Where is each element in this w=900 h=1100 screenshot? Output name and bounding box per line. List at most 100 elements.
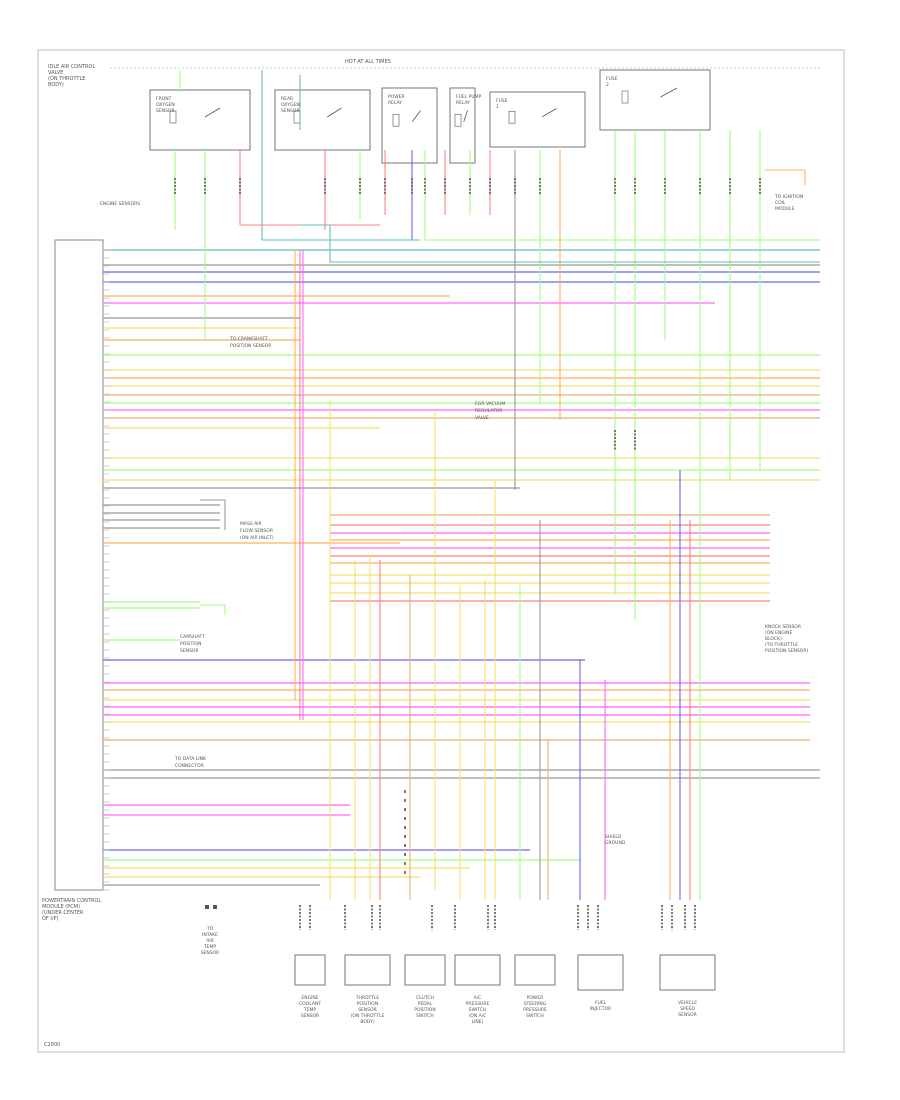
top-component-label: FUSE [496,98,508,104]
top-component-label: SENSOR [156,108,175,114]
top-component-label: FRONT [156,96,172,102]
top-component-label: REAR [281,96,293,102]
pcm-caption-line: OF I/P) [42,916,59,922]
right-caption-line: TO IGNITION [774,194,803,200]
right-caption-line: MODULE [775,206,795,212]
bottom-component-label: SENSOR [678,1012,697,1018]
diagram-frame [37,49,845,1053]
annotation-text: POSITION [180,641,201,647]
bottom-component-label: (ON THROTTLE [351,1013,385,1019]
bottom-component-box [659,954,716,991]
top-component-box [599,69,711,131]
switch-contact [411,110,421,122]
bottom-components: ENGINECOOLANTTEMPSENSORTHROTTLEPOSITIONS… [294,954,716,1025]
bottom-component-label: SWITCH [526,1013,544,1019]
relay-coil [508,110,516,124]
top-bus-label: HOT AT ALL TIMES [345,59,391,65]
top-component-label: RELAY [388,100,402,106]
annotation-text: MASS AIR [240,521,262,527]
bottom-component-box [294,954,326,986]
bottom-component-label: SWITCH [469,1007,487,1013]
bottom-component-label: SPEED [680,1006,695,1012]
top-component-box [489,91,586,148]
left-bottom-caption-line: AIR [206,938,214,944]
annotation-text: (ON AIR INLET) [240,535,274,541]
left-bottom-caption-line: INTAKE [202,932,218,938]
bottom-component-label: INJECTOR [590,1006,611,1012]
bottom-component-label: A/C [474,995,482,1001]
relay-coil [392,113,400,127]
wire [300,224,820,263]
top-component-box [149,89,251,151]
pin-stubs [103,178,761,930]
bottom-component-label: FUEL [595,1000,607,1006]
top-component-label: 2 [606,82,609,88]
wire [765,169,806,185]
bottom-left-label: C2000 [44,1042,60,1048]
pcm-caption-line: POWERTRAIN CONTROL [42,898,101,904]
bottom-component-label: POSITION [414,1007,435,1013]
bottom-component-label: PEDAL [418,1001,433,1007]
annotation-text: POSITION SENSOR [230,343,271,349]
bottom-component-label: THROTTLE [355,995,380,1001]
relay-coil [169,110,177,124]
top-left-caption-line: VALVE [48,70,63,76]
switch-contact [660,87,678,98]
top-component-label: FUEL PUMP [456,94,482,100]
top-component-box [449,87,476,164]
bottom-component-label: CLUTCH [416,995,434,1001]
top-left-caption-line: (ON THROTTLE [48,76,85,82]
top-component-label: SENSOR [281,108,300,114]
left-bottom-caption-line: TEMP [203,944,216,950]
bottom-component-label: TEMP [303,1007,316,1013]
bottom-component-box [454,954,501,986]
right-mid-caption-line: (TO THROTTLE [765,642,798,648]
bottom-component-label: PRESSURE [466,1001,490,1007]
right-mid-caption-line: POSITION SENSOR) [765,648,808,654]
connector-pin [205,905,209,909]
bottom-component-label: ENGINE [301,995,318,1001]
bottom-component-label: COOLANT [299,1001,321,1007]
annotation-text: FLOW SENSOR [240,528,273,534]
top-component-label: FUSE [606,76,618,82]
bottom-component-box [514,954,556,986]
annotation-text: EGR VACUUM [475,401,505,407]
top-left-caption-line: IDLE AIR CONTROL [48,64,95,70]
top-component-label: 1 [496,104,499,110]
switch-contact [327,107,342,118]
switch-contact [542,108,557,118]
right-mid-caption-line: (ON ENGINE [765,630,792,636]
top-component-box [274,89,371,151]
top-component-label: OXYGEN [281,102,300,108]
annotation-text: REGULATOR [475,408,503,414]
connector-pin [213,905,217,909]
switch-contact [463,110,468,122]
relay-coil [454,113,462,127]
bottom-component-label: STEERING [524,1001,547,1007]
annotation-text: ENGINE SENSORS [100,201,140,207]
top-component-label: RELAY [456,100,470,106]
top-component-label: POWER [388,94,405,100]
shield-ground-label: SHIELD [605,834,622,840]
relay-coil [621,90,629,104]
bottom-component-label: SENSOR [358,1007,377,1013]
bottom-component-label: POSITION [357,1001,378,1007]
shield-ground-label: GROUND [605,840,626,846]
bottom-component-label: BODY) [360,1019,375,1025]
top-left-caption-line: BODY) [48,82,64,88]
left-bottom-caption-line: SENSOR [201,950,220,956]
bottom-component-box [404,954,446,986]
annotation-text: TO CRANKSHAFT [229,336,268,342]
left-bottom-caption-line: TO [206,926,214,932]
top-component-label: OXYGEN [156,102,175,108]
bottom-component-label: SENSOR [301,1013,320,1019]
bottom-component-label: (ON A/C [469,1013,487,1019]
wire [200,604,226,615]
wires [103,70,820,900]
